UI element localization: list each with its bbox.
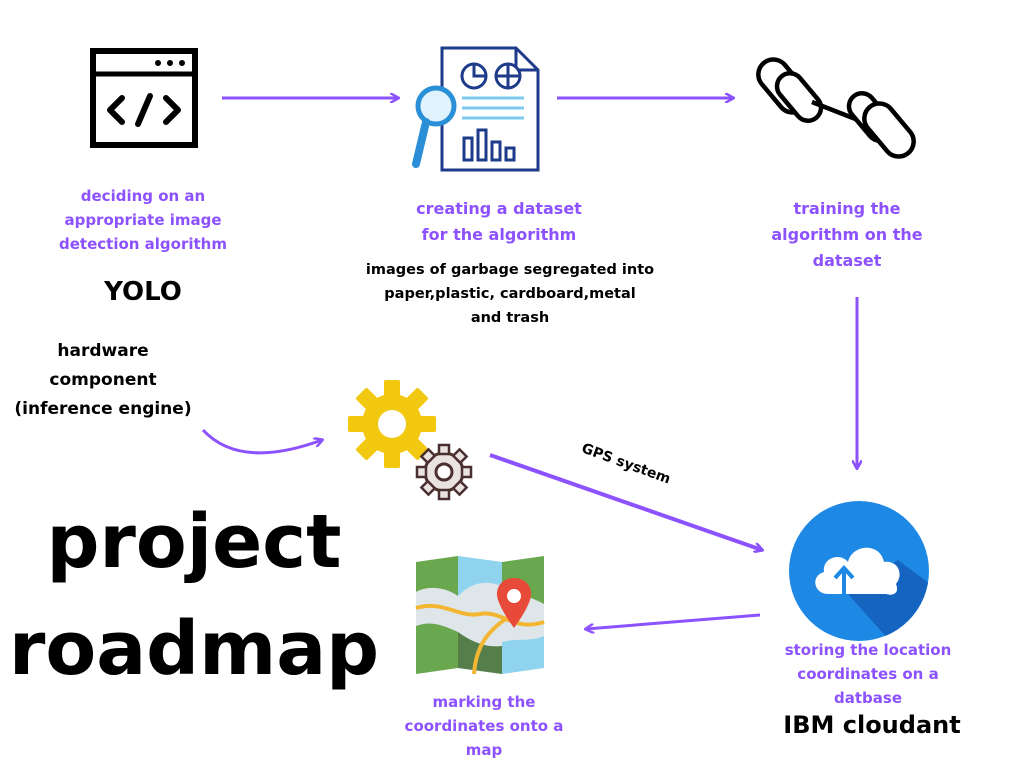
title-line-1: project <box>46 499 342 585</box>
caption-storage: storing the location coordinates on a da… <box>784 641 952 707</box>
map-pin-icon <box>415 556 545 674</box>
arrow-hardware-to-gears <box>201 428 322 455</box>
cloud-upload-icon <box>789 501 929 641</box>
caption-map: marking the coordinates onto a map <box>404 693 564 759</box>
caption-dataset: creating a dataset for the algorithm <box>416 199 582 244</box>
dumbbell-icon <box>756 57 916 159</box>
arrow-storage-to-map <box>586 613 761 629</box>
caption-training: training the algorithm on the dataset <box>771 199 923 270</box>
title-line-2: roadmap <box>8 606 380 692</box>
label-hardware: hardware component (inference engine) <box>14 341 192 419</box>
label-yolo: YOLO <box>104 277 182 307</box>
dataset-report-icon <box>412 46 540 172</box>
caption-algorithm: deciding on an appropriate image detecti… <box>59 187 227 253</box>
arrow-gears-to-storage <box>489 453 762 550</box>
code-window-icon <box>90 48 198 148</box>
label-ibm-cloudant: IBM cloudant <box>783 711 961 739</box>
gears-icon <box>348 380 473 501</box>
label-dataset-detail: images of garbage segregated into paper,… <box>365 262 655 326</box>
